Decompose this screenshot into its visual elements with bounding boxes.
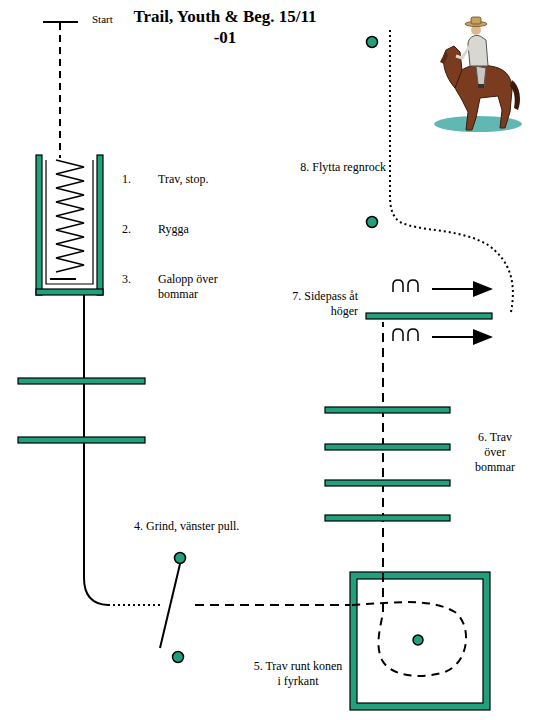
route-solid — [84, 295, 108, 605]
horse-rider — [434, 17, 522, 132]
hoof-mark — [393, 280, 418, 341]
route-dashed — [59, 23, 61, 158]
title: Trail, Youth & Beg. 15/11 -01 — [132, 6, 318, 48]
stop-line — [50, 278, 76, 280]
marker-post — [367, 37, 378, 48]
step-label: 7. Sidepass åt höger — [284, 289, 358, 319]
chute — [36, 155, 103, 295]
step-label: 6. Trav över bommar — [468, 430, 522, 475]
step-label: Galopp över bommar — [158, 272, 236, 302]
step-label: Rygga — [158, 222, 189, 237]
gate — [160, 564, 180, 648]
callout-number: 3. — [122, 272, 131, 287]
route-dotted — [390, 30, 513, 312]
stop-zigzag — [56, 160, 84, 272]
cone — [413, 635, 423, 645]
step-label: Trav, stop. — [158, 172, 208, 187]
step-label: 4. Grind, vänster pull. — [134, 519, 239, 534]
pole — [18, 378, 145, 443]
marker-post — [367, 217, 378, 228]
direction-arrow — [432, 336, 491, 338]
step-label: 8. Flytta regnrock — [298, 160, 386, 175]
gate-post — [175, 553, 186, 564]
callout-number: 1. — [122, 172, 131, 187]
gate-post — [173, 652, 184, 663]
route-dotted — [108, 604, 160, 606]
chute-inner-line — [46, 160, 93, 284]
route-dashed — [352, 602, 466, 676]
start-label: Start — [92, 12, 113, 27]
direction-arrow — [432, 288, 491, 290]
step-label: 5. Trav runt konen i fyrkant — [252, 659, 344, 689]
route-dashed — [382, 322, 384, 612]
box — [350, 572, 490, 710]
callout-number: 2. — [122, 222, 131, 237]
start-line — [43, 21, 78, 23]
pole — [325, 313, 492, 521]
route-dashed — [195, 604, 352, 606]
